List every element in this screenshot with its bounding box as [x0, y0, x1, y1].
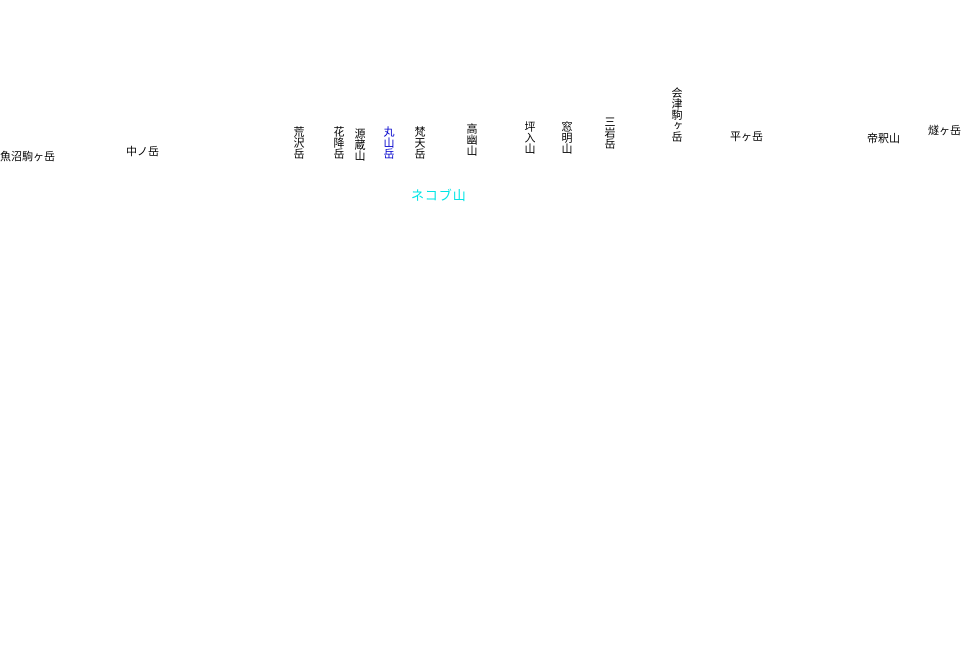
peak-label-aizu-komagatake: 会津駒ヶ岳 [670, 87, 683, 142]
peak-label-uonuma-komagatake: 魚沼駒ヶ岳 [0, 150, 55, 163]
peak-label-mitsuiwadake: 三岩岳 [603, 116, 616, 149]
peak-label-nakanodake: 中ノ岳 [126, 145, 159, 158]
feature-label-nekobuyama: ネコブ山 [411, 189, 467, 204]
peak-label-kakoudake: 花降岳 [332, 126, 345, 159]
peak-label-bontendake: 梵天岳 [413, 126, 426, 159]
peak-label-hiuchigatake: 燧ヶ岳 [928, 124, 961, 137]
peak-label-genzouyama: 源蔵山 [353, 128, 366, 161]
peak-label-maruyamadake: 丸山岳 [382, 126, 395, 159]
peak-label-takayuuzan: 高幽山 [465, 123, 478, 156]
peak-label-taishakuzan: 帝釈山 [867, 132, 900, 145]
peak-label-arasawadake: 荒沢岳 [292, 126, 305, 159]
peak-label-madoakeyama: 窓明山 [560, 121, 573, 154]
peak-label-hiragatake: 平ヶ岳 [730, 130, 763, 143]
peak-label-tsuboiriyama: 坪入山 [523, 121, 536, 154]
